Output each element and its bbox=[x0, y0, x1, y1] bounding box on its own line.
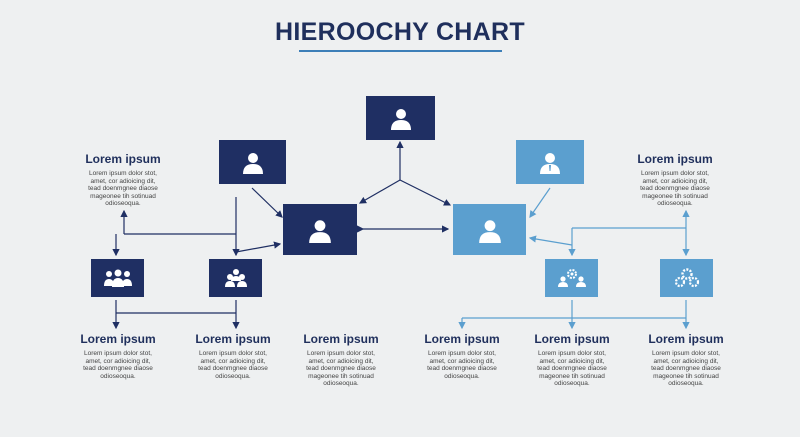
body-line: odioseoqua. bbox=[105, 200, 141, 208]
body-line: Lorem ipsum dolor stot, bbox=[307, 350, 375, 357]
group-icon bbox=[224, 269, 247, 287]
body-line: Lorem ipsum dolor stot, bbox=[652, 350, 720, 357]
text-block-upper-left: Lorem ipsum Lorem ipsum dolor stot, amet… bbox=[73, 152, 173, 208]
body-line: amet, cor adioicing dit, bbox=[85, 357, 151, 365]
left-team-node bbox=[91, 259, 144, 297]
text-block-bottom-3: Lorem ipsum Lorem ipsum dolor stot, amet… bbox=[291, 332, 391, 388]
body-line: tead doenmgnee diaose bbox=[427, 365, 497, 373]
team-icon bbox=[103, 269, 132, 287]
text-block-bottom-5: Lorem ipsum Lorem ipsum dolor stot, amet… bbox=[522, 332, 622, 388]
body-line: tead doenmgnee diaose bbox=[88, 185, 158, 193]
right-team-gear-node bbox=[545, 259, 598, 297]
body-line: amet, cor adioicing dit, bbox=[539, 357, 605, 365]
body-line: amet, cor adioicing dit, bbox=[653, 357, 719, 365]
body-line: Lorem ipsum dolor stot, bbox=[199, 350, 267, 357]
body-line: mageonee tih sotinuad bbox=[539, 372, 605, 380]
body-line: odioseoqua. bbox=[215, 372, 251, 380]
top-node bbox=[366, 96, 435, 140]
block-title: Lorem ipsum bbox=[80, 332, 156, 346]
upper-left-node bbox=[219, 140, 286, 184]
block-title: Lorem ipsum bbox=[637, 152, 713, 166]
block-body: Lorem ipsum dolor stot, amet, cor adioic… bbox=[636, 350, 736, 388]
block-body: Lorem ipsum dolor stot, amet, cor adioic… bbox=[522, 350, 622, 388]
center-left-node bbox=[283, 204, 357, 255]
body-line: tead doenmgnee diaose bbox=[651, 365, 721, 373]
body-line: tead doenmgnee diaose bbox=[537, 365, 607, 373]
body-line: tead doenmgnee diaose bbox=[198, 365, 268, 373]
center-right-node bbox=[453, 204, 526, 255]
body-line: mageonee tih sotinuad bbox=[653, 372, 719, 380]
person-icon bbox=[309, 219, 331, 243]
body-line: odioseoqua. bbox=[323, 380, 359, 388]
person-icon bbox=[242, 153, 263, 174]
body-line: Lorem ipsum dolor stot, bbox=[538, 350, 606, 357]
body-line: tead doenmgnee diaose bbox=[306, 365, 376, 373]
block-title: Lorem ipsum bbox=[303, 332, 379, 346]
body-line: tead doenmgnee diaose bbox=[640, 185, 710, 193]
body-line: mageonee tih sotinuad bbox=[308, 372, 374, 380]
body-line: odioseoqua. bbox=[444, 372, 480, 380]
body-line: mageonee tih sotinuad bbox=[90, 192, 156, 200]
body-line: odioseoqua. bbox=[668, 380, 704, 388]
block-body: Lorem ipsum dolor stot, amet, cor adioic… bbox=[625, 170, 725, 208]
body-line: Lorem ipsum dolor stot, bbox=[428, 350, 496, 357]
body-line: mageonee tih sotinuad bbox=[642, 192, 708, 200]
team-gear-icon bbox=[557, 269, 586, 287]
right-gears-node bbox=[660, 259, 713, 297]
body-line: amet, cor adioicing dit, bbox=[429, 357, 495, 365]
body-line: odioseoqua. bbox=[554, 380, 590, 388]
text-block-bottom-2: Lorem ipsum Lorem ipsum dolor stot, amet… bbox=[183, 332, 283, 380]
block-body: Lorem ipsum dolor stot, amet, cor adioic… bbox=[183, 350, 283, 380]
block-body: Lorem ipsum dolor stot, amet, cor adioic… bbox=[73, 170, 173, 208]
block-body: Lorem ipsum dolor stot, amet, cor adioic… bbox=[291, 350, 391, 388]
body-line: odioseoqua. bbox=[657, 200, 693, 208]
block-title: Lorem ipsum bbox=[424, 332, 500, 346]
text-block-bottom-1: Lorem ipsum Lorem ipsum dolor stot, amet… bbox=[68, 332, 168, 380]
body-line: Lorem ipsum dolor stot, bbox=[89, 170, 157, 177]
block-title: Lorem ipsum bbox=[195, 332, 271, 346]
gears-icon bbox=[674, 268, 699, 288]
dark-connectors bbox=[112, 140, 452, 330]
body-line: Lorem ipsum dolor stot, bbox=[84, 350, 152, 357]
body-line: tead doenmgnee diaose bbox=[83, 365, 153, 373]
light-connectors bbox=[458, 187, 690, 330]
block-title: Lorem ipsum bbox=[534, 332, 610, 346]
block-body: Lorem ipsum dolor stot, amet, cor adioic… bbox=[412, 350, 512, 380]
text-block-bottom-4: Lorem ipsum Lorem ipsum dolor stot, amet… bbox=[412, 332, 512, 380]
body-line: amet, cor adioicing dit, bbox=[90, 177, 156, 185]
title-underline bbox=[299, 50, 502, 52]
text-block-bottom-6: Lorem ipsum Lorem ipsum dolor stot, amet… bbox=[636, 332, 736, 388]
person-icon bbox=[540, 153, 560, 174]
body-line: odioseoqua. bbox=[100, 372, 136, 380]
text-block-upper-right: Lorem ipsum Lorem ipsum dolor stot, amet… bbox=[625, 152, 725, 208]
body-line: amet, cor adioicing dit, bbox=[308, 357, 374, 365]
upper-right-node bbox=[516, 140, 584, 184]
body-line: amet, cor adioicing dit, bbox=[200, 357, 266, 365]
body-line: amet, cor adioicing dit, bbox=[642, 177, 708, 185]
body-line: Lorem ipsum dolor stot, bbox=[641, 170, 709, 177]
person-icon bbox=[390, 109, 411, 130]
person-icon bbox=[478, 219, 501, 243]
chart-title: HIEROOCHY CHART bbox=[275, 18, 525, 46]
block-title: Lorem ipsum bbox=[648, 332, 724, 346]
left-group-node bbox=[209, 259, 262, 297]
block-body: Lorem ipsum dolor stot, amet, cor adioic… bbox=[68, 350, 168, 380]
block-title: Lorem ipsum bbox=[85, 152, 161, 166]
